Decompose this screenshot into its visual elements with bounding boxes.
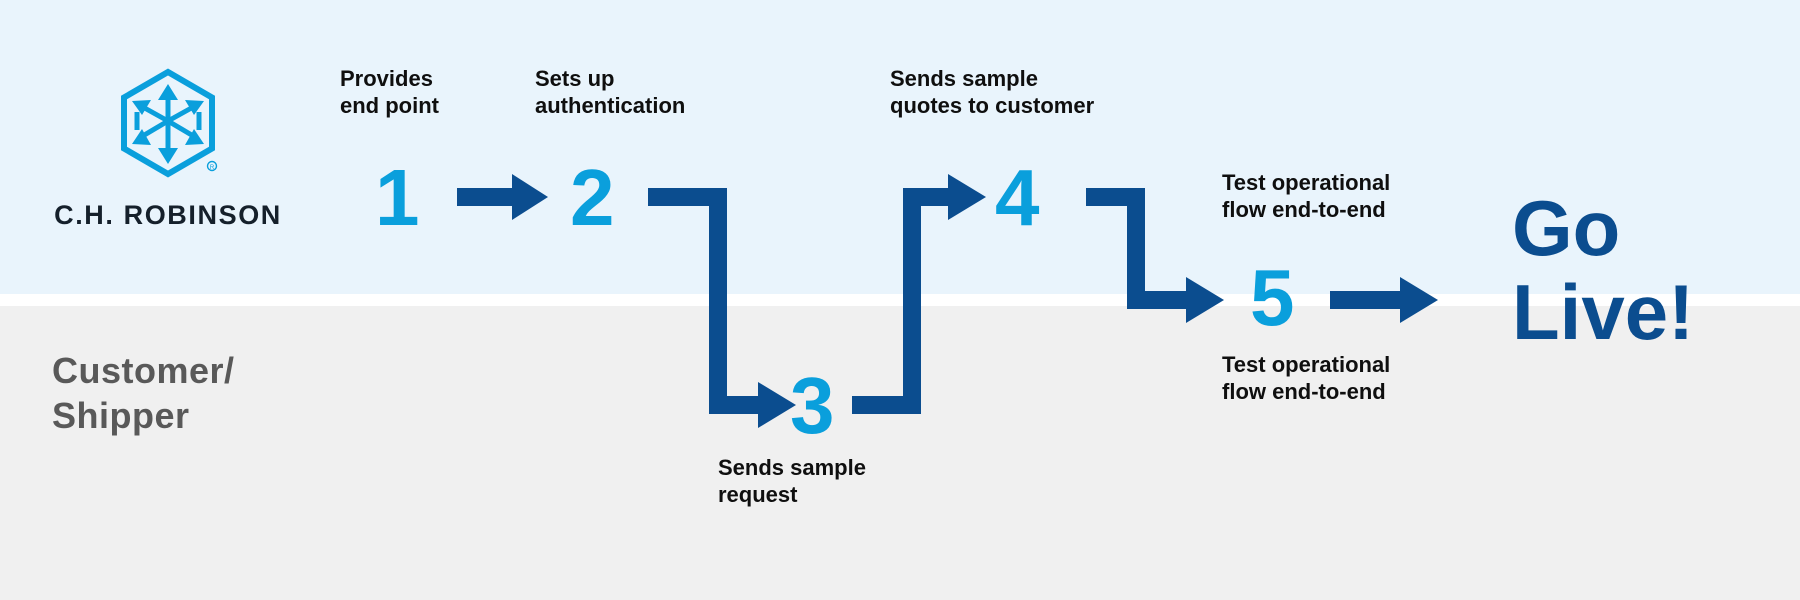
step-1-caption: Provides end point — [340, 66, 439, 118]
hexagon-arrows-icon: R — [121, 68, 218, 178]
step-2-number[interactable]: 2 — [570, 153, 615, 242]
brand-logo: R C.H. ROBINSON — [48, 68, 288, 231]
step-5-number[interactable]: 5 — [1250, 253, 1295, 342]
lane-label-customer-shipper: Customer/ Shipper — [52, 350, 235, 436]
step-5-caption-below: Test operational flow end-to-end — [1222, 352, 1391, 404]
step-3-caption: Sends sample request — [718, 455, 866, 507]
svg-text:R: R — [210, 165, 215, 171]
step-4-number[interactable]: 4 — [995, 153, 1040, 242]
step-1-number[interactable]: 1 — [375, 153, 420, 242]
step-3-number[interactable]: 3 — [790, 361, 835, 450]
step-2-caption: Sets up authentication — [535, 66, 686, 118]
step-5-caption-above: Test operational flow end-to-end — [1222, 170, 1391, 222]
brand-wordmark: C.H. ROBINSON — [54, 200, 282, 230]
go-live-label: Go Live! — [1512, 184, 1695, 357]
step-4-caption: Sends sample quotes to customer — [890, 66, 1095, 118]
